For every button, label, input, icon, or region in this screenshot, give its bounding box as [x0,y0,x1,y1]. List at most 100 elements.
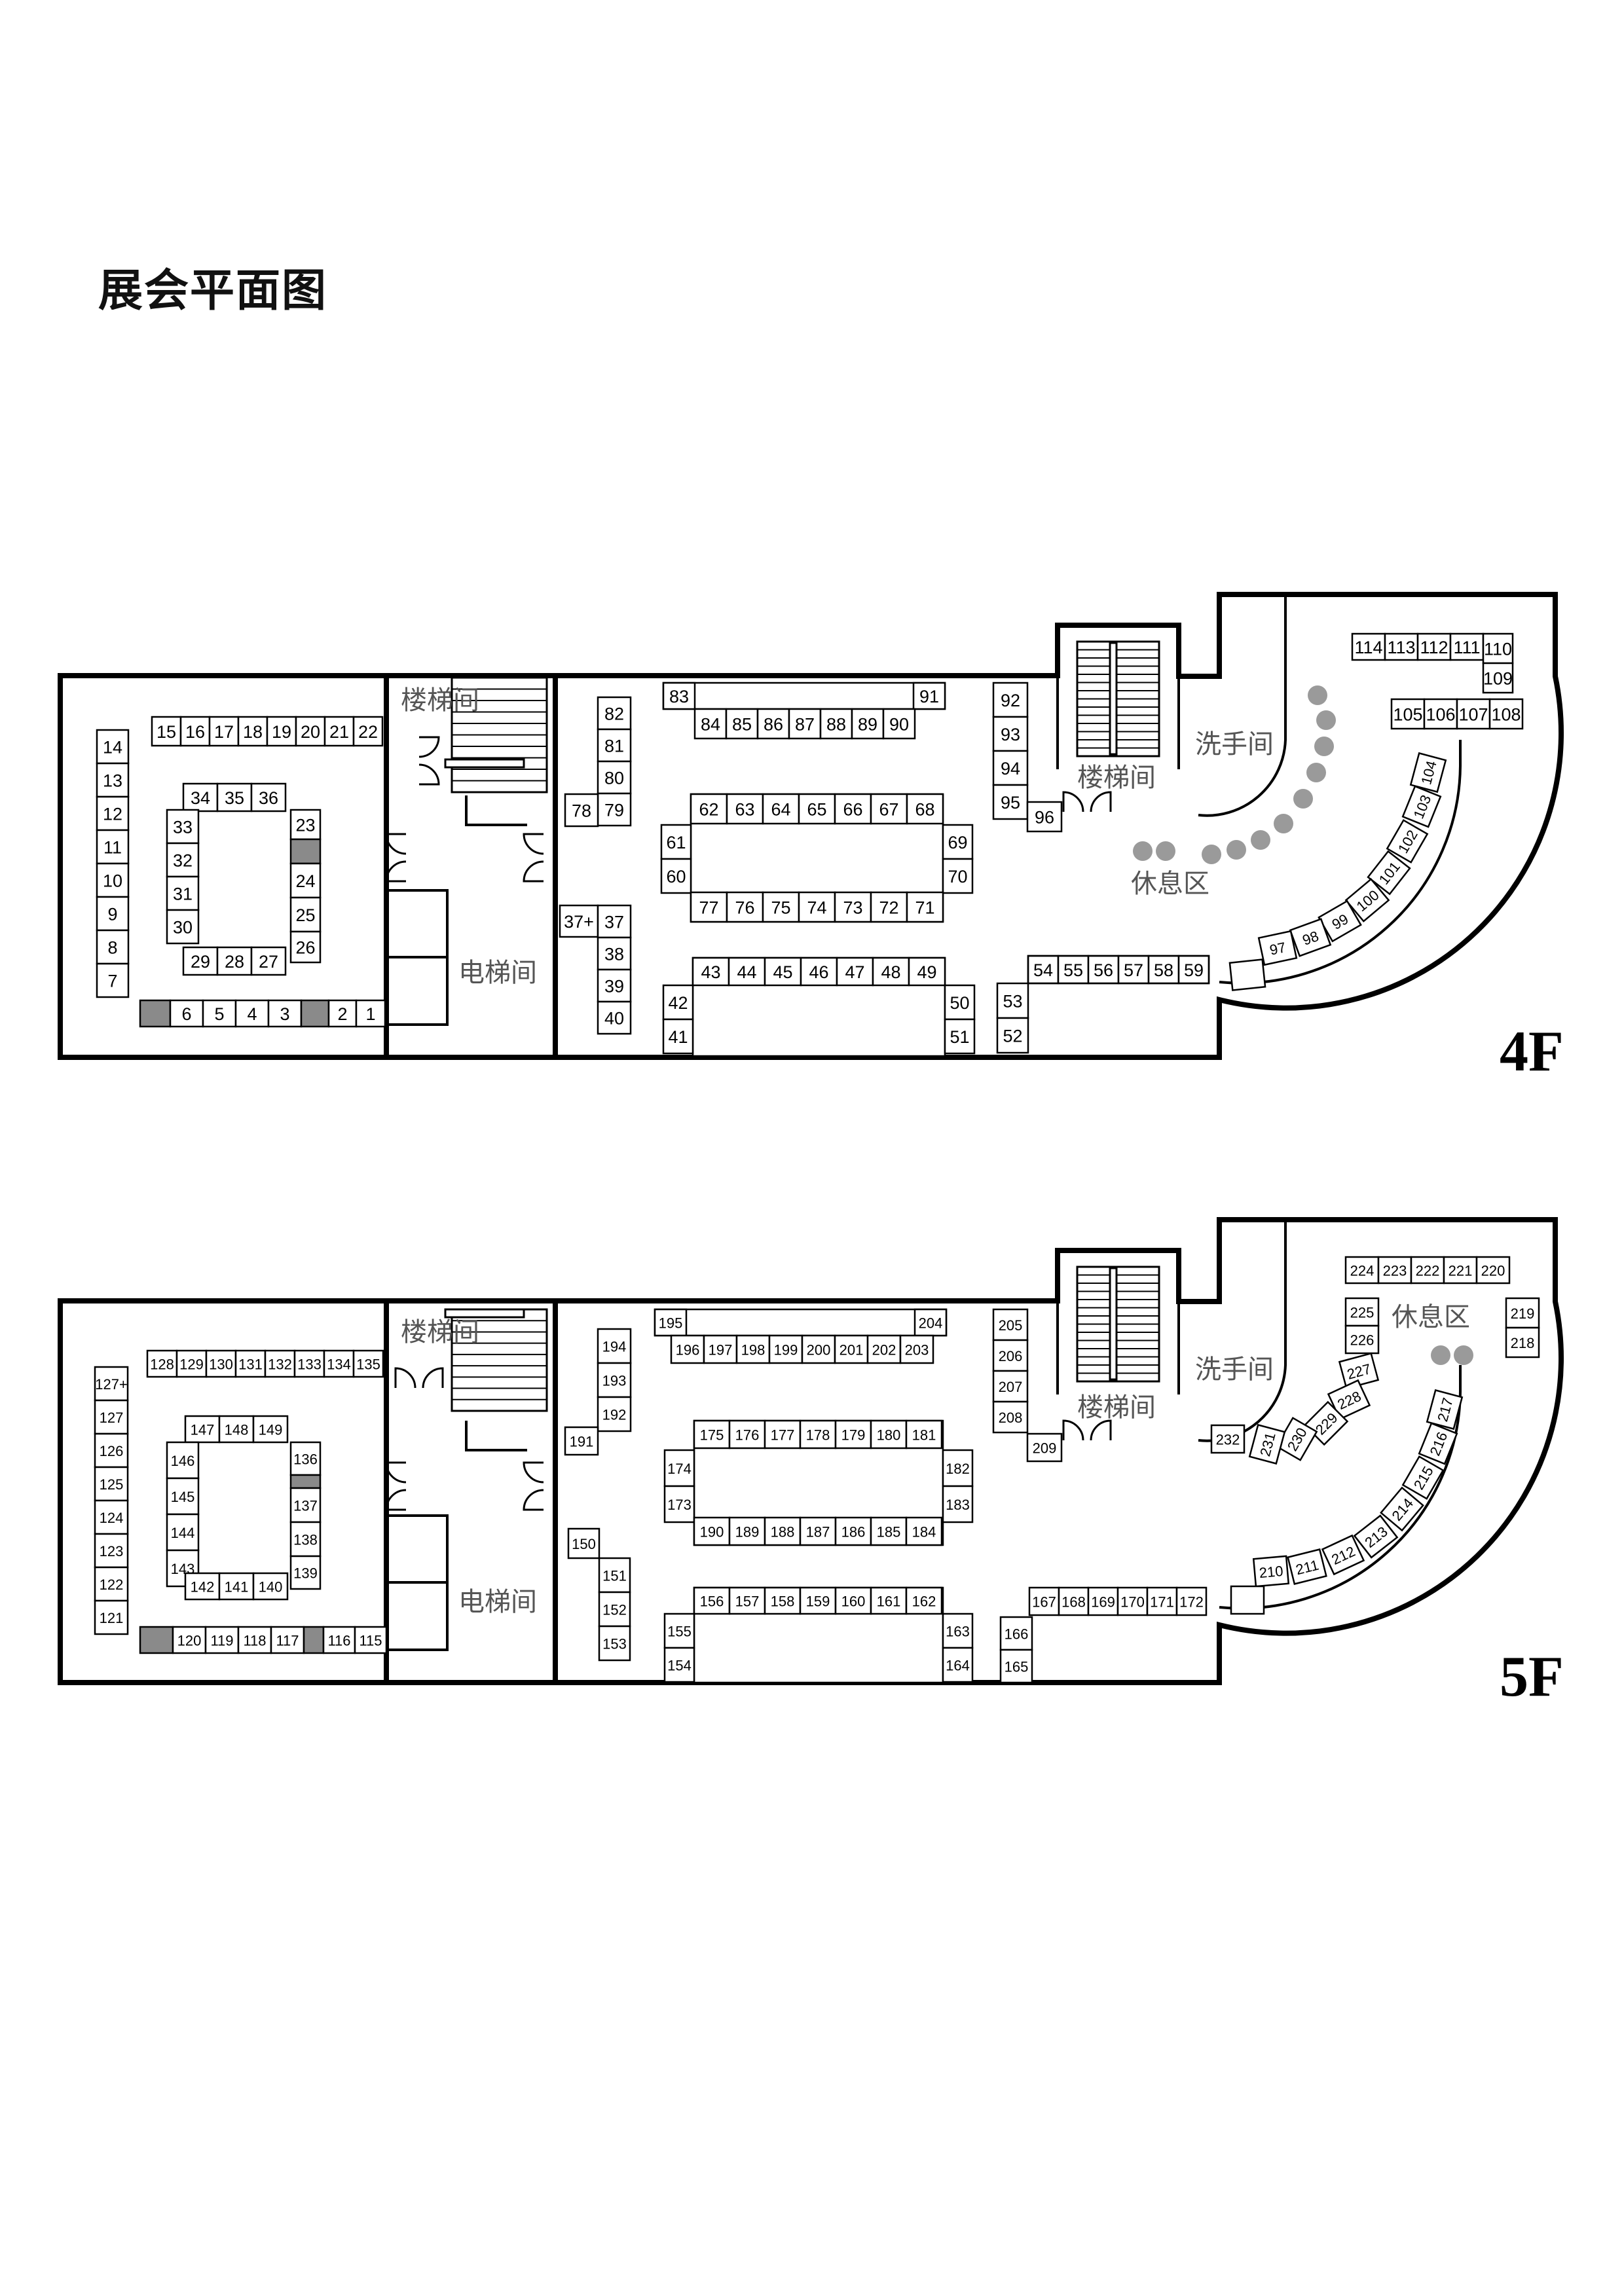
booth[interactable]: 186 [834,1516,872,1546]
booth[interactable]: 159 [799,1586,837,1615]
booth[interactable]: 211 [1287,1548,1327,1585]
booth[interactable]: 55 [1057,955,1090,985]
booth[interactable]: 134 [323,1349,355,1378]
booth[interactable]: 166 [999,1616,1033,1651]
booth[interactable]: 149 [252,1415,289,1444]
booth[interactable]: 36 [250,782,287,812]
booth[interactable]: 89 [851,708,885,740]
booth[interactable]: 67 [870,793,908,825]
booth[interactable]: 50 [944,984,976,1021]
booth[interactable]: 176 [728,1419,766,1449]
booth[interactable]: 203 [899,1334,934,1364]
booth[interactable]: 144 [166,1513,200,1552]
booth[interactable]: 215 [1401,1455,1445,1500]
booth[interactable]: 141 [218,1572,255,1601]
booth[interactable] [1230,1585,1265,1615]
booth[interactable]: 218 [1505,1326,1540,1358]
booth[interactable]: 146 [166,1441,200,1480]
booth[interactable]: 129 [175,1349,208,1378]
booth[interactable]: 226 [1344,1324,1380,1355]
booth[interactable]: 32 [166,842,200,878]
booth[interactable]: 167 [1028,1586,1060,1616]
booth[interactable]: 80 [597,760,632,795]
booth[interactable]: 69 [942,824,974,860]
booth[interactable]: 224 [1344,1256,1380,1285]
booth[interactable]: 163 [942,1613,974,1649]
booth[interactable]: 104 [1409,752,1447,793]
booth[interactable]: 179 [834,1419,872,1449]
door-icon[interactable] [394,1367,444,1389]
booth[interactable]: 27 [250,946,287,976]
booth[interactable]: 172 [1175,1586,1208,1616]
booth[interactable]: 202 [866,1334,902,1364]
booth[interactable]: 177 [764,1419,802,1449]
booth[interactable]: 25 [289,896,322,933]
booth[interactable]: 201 [834,1334,869,1364]
booth[interactable]: 192 [597,1396,632,1432]
door-icon[interactable] [385,833,407,883]
booth[interactable]: 40 [597,1000,632,1035]
booth[interactable]: 19 [266,716,297,747]
booth[interactable]: 181 [905,1419,943,1449]
booth[interactable]: 157 [728,1586,766,1615]
booth[interactable]: 200 [801,1334,836,1364]
booth[interactable]: 26 [289,930,322,964]
booth[interactable]: 194 [597,1328,632,1364]
booth[interactable]: 62 [690,793,728,825]
booth[interactable]: 155 [663,1613,695,1649]
booth[interactable]: 223 [1377,1256,1412,1285]
booth[interactable]: 9 [96,896,130,932]
booth[interactable]: 115 [354,1626,388,1654]
booth[interactable]: 121 [94,1599,129,1635]
booth[interactable]: 79 [597,792,632,827]
booth[interactable]: 13 [96,762,130,798]
booth[interactable]: 231 [1248,1423,1286,1465]
booth[interactable]: 135 [352,1349,384,1378]
door-icon[interactable] [385,1461,407,1511]
booth[interactable]: 28 [216,946,253,976]
booth[interactable]: 127 [94,1399,129,1435]
booth[interactable]: 174 [663,1449,695,1487]
booth[interactable]: 87 [788,708,822,740]
booth[interactable]: 178 [799,1419,837,1449]
booth[interactable]: 216 [1418,1422,1458,1465]
booth[interactable]: 29 [182,946,219,976]
booth[interactable]: 23 [289,809,322,841]
booth[interactable]: 142 [184,1572,221,1601]
booth[interactable]: 64 [762,793,800,825]
booth[interactable]: 63 [726,793,764,825]
booth[interactable]: 16 [179,716,211,747]
booth[interactable]: 100 [1344,878,1390,922]
booth[interactable]: 131 [234,1349,267,1378]
booth[interactable]: 82 [597,696,632,731]
booth[interactable]: 219 [1505,1297,1540,1329]
booth[interactable]: 150 [567,1527,600,1559]
booth[interactable]: 113 [1384,632,1419,661]
booth[interactable]: 165 [999,1649,1033,1684]
booth[interactable]: 173 [663,1485,695,1523]
booth[interactable]: 214 [1380,1486,1424,1532]
booth[interactable]: 54 [1027,955,1060,985]
booth[interactable]: 90 [882,708,916,740]
booth[interactable]: 97 [1257,930,1298,966]
booth[interactable]: 117 [270,1626,305,1654]
booth[interactable]: 78 [564,793,599,828]
booth[interactable]: 12 [96,795,130,831]
booth[interactable]: 98 [1289,918,1332,957]
booth[interactable]: 56 [1087,955,1120,985]
booth[interactable]: 57 [1117,955,1150,985]
booth[interactable]: 8 [96,929,130,965]
booth[interactable]: 220 [1475,1256,1511,1285]
booth[interactable]: 169 [1087,1586,1119,1616]
booth[interactable]: 232 [1210,1424,1246,1454]
booth[interactable]: 11 [96,829,130,865]
booth[interactable]: 130 [205,1349,237,1378]
booth[interactable]: 95 [992,784,1029,820]
booth[interactable]: 127+ [94,1366,129,1402]
booth[interactable]: 207 [992,1370,1029,1403]
booth[interactable]: 191 [564,1426,599,1456]
booth[interactable]: 37 [597,904,632,939]
booth[interactable]: 30 [166,909,200,945]
booth[interactable]: 15 [151,716,182,747]
booth[interactable]: 71 [906,891,944,923]
